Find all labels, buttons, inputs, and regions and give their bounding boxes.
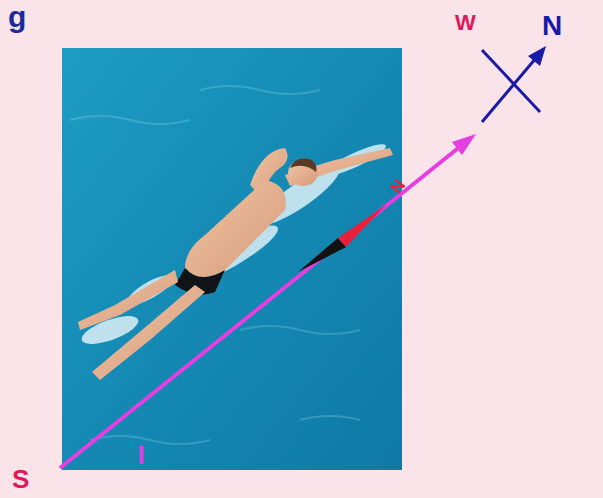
swimmer — [78, 148, 393, 380]
south-label: S — [12, 466, 29, 492]
water-photo — [62, 48, 402, 470]
heading-fragment: g — [8, 2, 26, 32]
compass-rose — [482, 46, 546, 122]
north-label: N — [542, 12, 562, 40]
west-label: W — [455, 12, 476, 34]
direction-arrow — [60, 134, 476, 468]
compass-needle — [298, 205, 386, 272]
current-label: I — [138, 442, 145, 468]
